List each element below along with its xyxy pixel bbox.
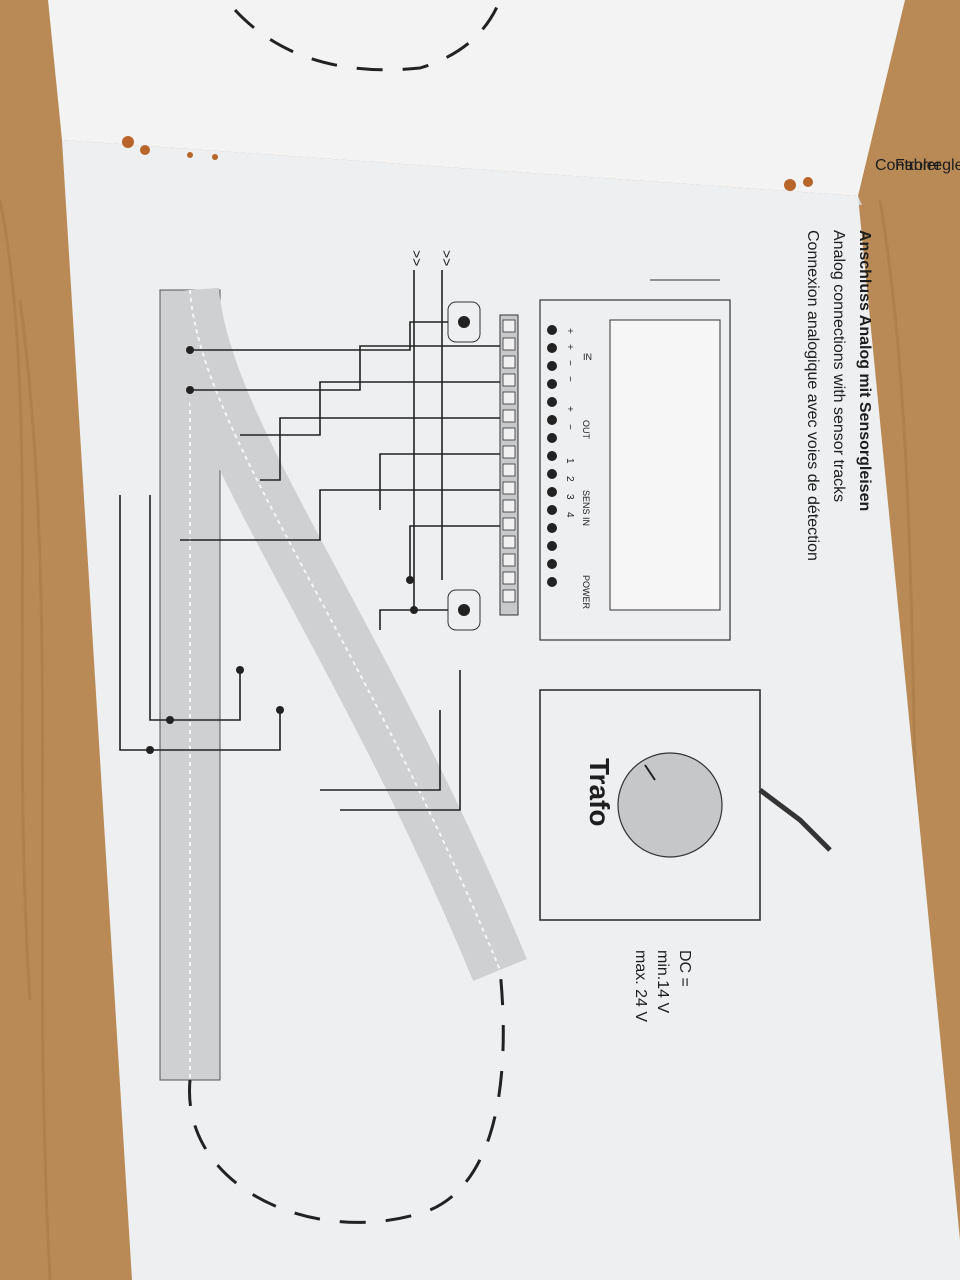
trafo-knob-pointer [644, 764, 656, 781]
rotated-diagram: Anschluss Analog mit Sensorgleisen Analo… [119, 157, 960, 1224]
module-sens-1: 1 [564, 458, 575, 464]
trafo-knob [617, 752, 723, 858]
controller-arrow-2: >> [409, 250, 425, 266]
terminal-strip-slots [502, 319, 516, 603]
rust-spots [122, 136, 813, 191]
controller-label-en: Controler [875, 157, 941, 174]
connector-plug-left-pin [458, 316, 470, 328]
module-power-label: POWER [581, 575, 591, 610]
controller-arrow-1: >> [439, 250, 455, 266]
upper-paper-panel [48, 0, 905, 196]
module-plus-2: + [564, 344, 575, 350]
module-minus-3: − [564, 424, 575, 430]
module-plus-3: + [564, 406, 575, 412]
title-fr: Connexion analogique avec voies de détec… [804, 230, 821, 561]
module-out-label: OUT [581, 420, 591, 440]
trafo-max: max. 24 V [632, 950, 649, 1022]
trafo-cable [758, 788, 832, 852]
curved-track-centerline [189, 289, 501, 971]
module-in-label: IN [583, 352, 592, 362]
module-sens-label: SENS IN [581, 490, 591, 526]
module-label-panel [609, 319, 721, 611]
controller-label-de: Fahrregler [895, 157, 960, 174]
upper-dashed-arc [233, 0, 502, 72]
module-minus-1: − [564, 360, 575, 366]
title-de: Anschluss Analog mit Sensorgleisen [856, 230, 873, 511]
module-terminals [547, 325, 557, 587]
trafo-label: Trafo [584, 758, 615, 826]
wire-junctions [146, 346, 418, 754]
main-paper [62, 140, 960, 1280]
module-plus-1: + [564, 328, 575, 334]
trafo-min: min.14 V [654, 950, 671, 1013]
module-sens-2: 2 [564, 476, 575, 482]
wiring [119, 270, 500, 811]
track-dashed-loop [188, 969, 505, 1224]
connector-plug-right-pin [458, 604, 470, 616]
module-sens-3: 3 [564, 494, 575, 500]
module-sens-4: 4 [564, 512, 575, 518]
title-en: Analog connections with sensor tracks [830, 230, 847, 502]
trafo-dc: DC = [676, 950, 693, 987]
module-minus-2: − [564, 376, 575, 382]
